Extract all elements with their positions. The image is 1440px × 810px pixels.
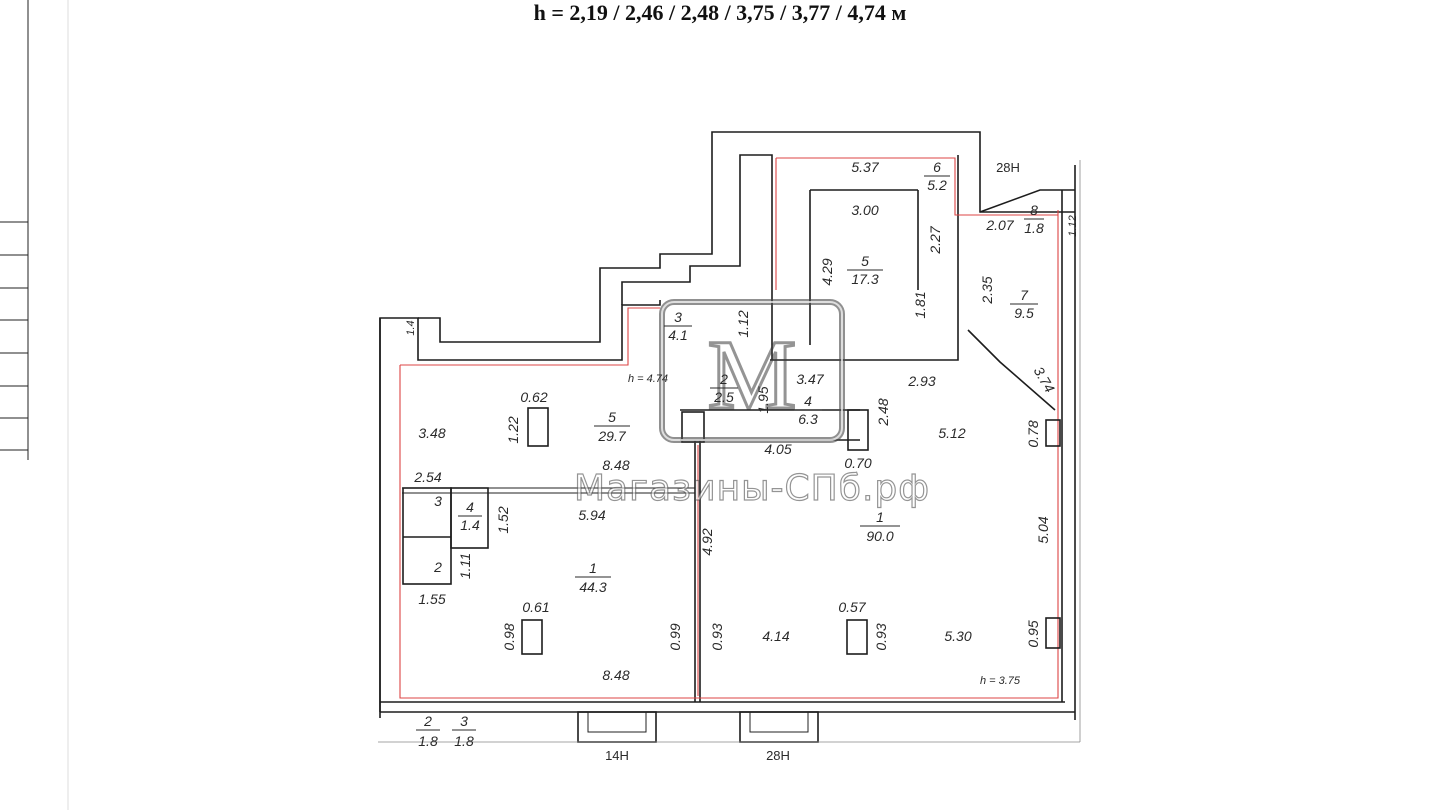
dimension: 1.11 (457, 553, 473, 579)
room-number: 2 (433, 559, 442, 575)
dimension: 3.00 (851, 202, 878, 218)
dimension-labels: 5.37 3.00 4.29 2.27 1.81 2.07 2.35 3.74 … (405, 159, 1079, 683)
red-outline (399, 157, 1059, 699)
room-area: 17.3 (851, 271, 878, 287)
room-area: 6.3 (798, 411, 818, 427)
svg-text:М: М (708, 319, 797, 430)
room-area: 44.3 (579, 579, 606, 595)
dimension: 3.48 (418, 425, 445, 441)
room-area: 4.1 (668, 327, 687, 343)
heights-header: h = 2,19 / 2,46 / 2,48 / 3,75 / 3,77 / 4… (533, 0, 907, 25)
room-area: 1.8 (454, 733, 474, 749)
dimension: 1.81 (912, 291, 928, 318)
dimension: 4.05 (764, 441, 791, 457)
windows (378, 160, 1081, 743)
room-number: 8 (1030, 202, 1038, 218)
room-number: 5 (608, 409, 616, 425)
dimension: 1.22 (505, 416, 521, 443)
dimension: 1.12 (735, 310, 751, 337)
dimension: 1.55 (418, 591, 445, 607)
height-note-lower: h = 3.75 (980, 675, 1021, 687)
dimension: 4.14 (762, 628, 789, 644)
room-number: 1 (589, 560, 597, 576)
room-area: 1.4 (460, 517, 480, 533)
radiator-label-mid: 28Н (766, 748, 790, 763)
room-number: 6 (933, 159, 941, 175)
room-number: 5 (861, 253, 869, 269)
dimension: 1.4 (405, 320, 417, 335)
dimension: 0.61 (522, 599, 549, 615)
dimension: 1.95 (755, 386, 771, 413)
room-area: 1.8 (418, 733, 438, 749)
room-number: 4 (466, 499, 474, 515)
dimension: 1.12 (1067, 215, 1079, 236)
dimension: 0.78 (1025, 420, 1041, 447)
dimension: 4.29 (819, 258, 835, 285)
dimension: 5.12 (938, 425, 965, 441)
columns (521, 407, 1061, 655)
height-note-upper: h = 4.74 (628, 373, 668, 385)
dimension: 2.48 (875, 398, 891, 426)
plan-notes: h = 4.74 h = 3.75 14Н 28Н 28Н (605, 160, 1021, 763)
room-number: 3 (434, 493, 442, 509)
room-number: 3 (460, 713, 468, 729)
dimension: 3.47 (796, 371, 824, 387)
dimension: 0.93 (873, 623, 889, 650)
room-labels: 1 44.3 1 90.0 5 29.7 5 17.3 7 9.5 6 5.2 … (416, 159, 1044, 749)
dimension: 5.04 (1035, 516, 1051, 543)
room-number: 1 (876, 509, 884, 525)
left-form-table (0, 0, 69, 810)
room-area: 90.0 (866, 528, 893, 544)
dimension: 0.62 (520, 389, 547, 405)
dimension: 3.74 (1031, 364, 1059, 396)
watermark-text: Магазины-СПб.рф (574, 468, 930, 509)
dimension: 1.52 (495, 506, 511, 533)
room-number: 3 (674, 309, 682, 325)
outer-walls (379, 131, 1076, 720)
room-area: 5.2 (927, 177, 947, 193)
dimension: 5.37 (851, 159, 879, 175)
room-number: 2 (719, 371, 728, 387)
dimension: 8.48 (602, 457, 629, 473)
dimension: 0.95 (1025, 620, 1041, 647)
room-number: 2 (423, 713, 432, 729)
room-number: 7 (1020, 287, 1029, 303)
room-area: 29.7 (597, 428, 626, 444)
room-number: 4 (804, 393, 812, 409)
dimension: 0.99 (667, 623, 683, 650)
dimension: 0.70 (844, 455, 871, 471)
dimension: 4.92 (699, 528, 715, 555)
dimension: 0.98 (501, 623, 517, 650)
dimension: 8.48 (602, 667, 629, 683)
radiator-label-left: 14Н (605, 748, 629, 763)
dimension: 0.57 (838, 599, 866, 615)
radiator-label-top: 28Н (996, 160, 1020, 175)
dimension: 0.93 (709, 623, 725, 650)
dimension: 5.30 (944, 628, 971, 644)
dimension: 2.54 (413, 469, 441, 485)
watermark: М Магазины-СПб.рф (573, 299, 930, 510)
dimension: 2.35 (979, 276, 995, 304)
dimension: 2.07 (985, 217, 1014, 233)
dimension: 2.93 (907, 373, 935, 389)
room-area: 2.5 (713, 389, 734, 405)
dimension: 5.94 (578, 507, 605, 523)
room-area: 9.5 (1014, 305, 1034, 321)
dimension: 2.27 (927, 225, 943, 254)
room-area: 1.8 (1024, 220, 1044, 236)
